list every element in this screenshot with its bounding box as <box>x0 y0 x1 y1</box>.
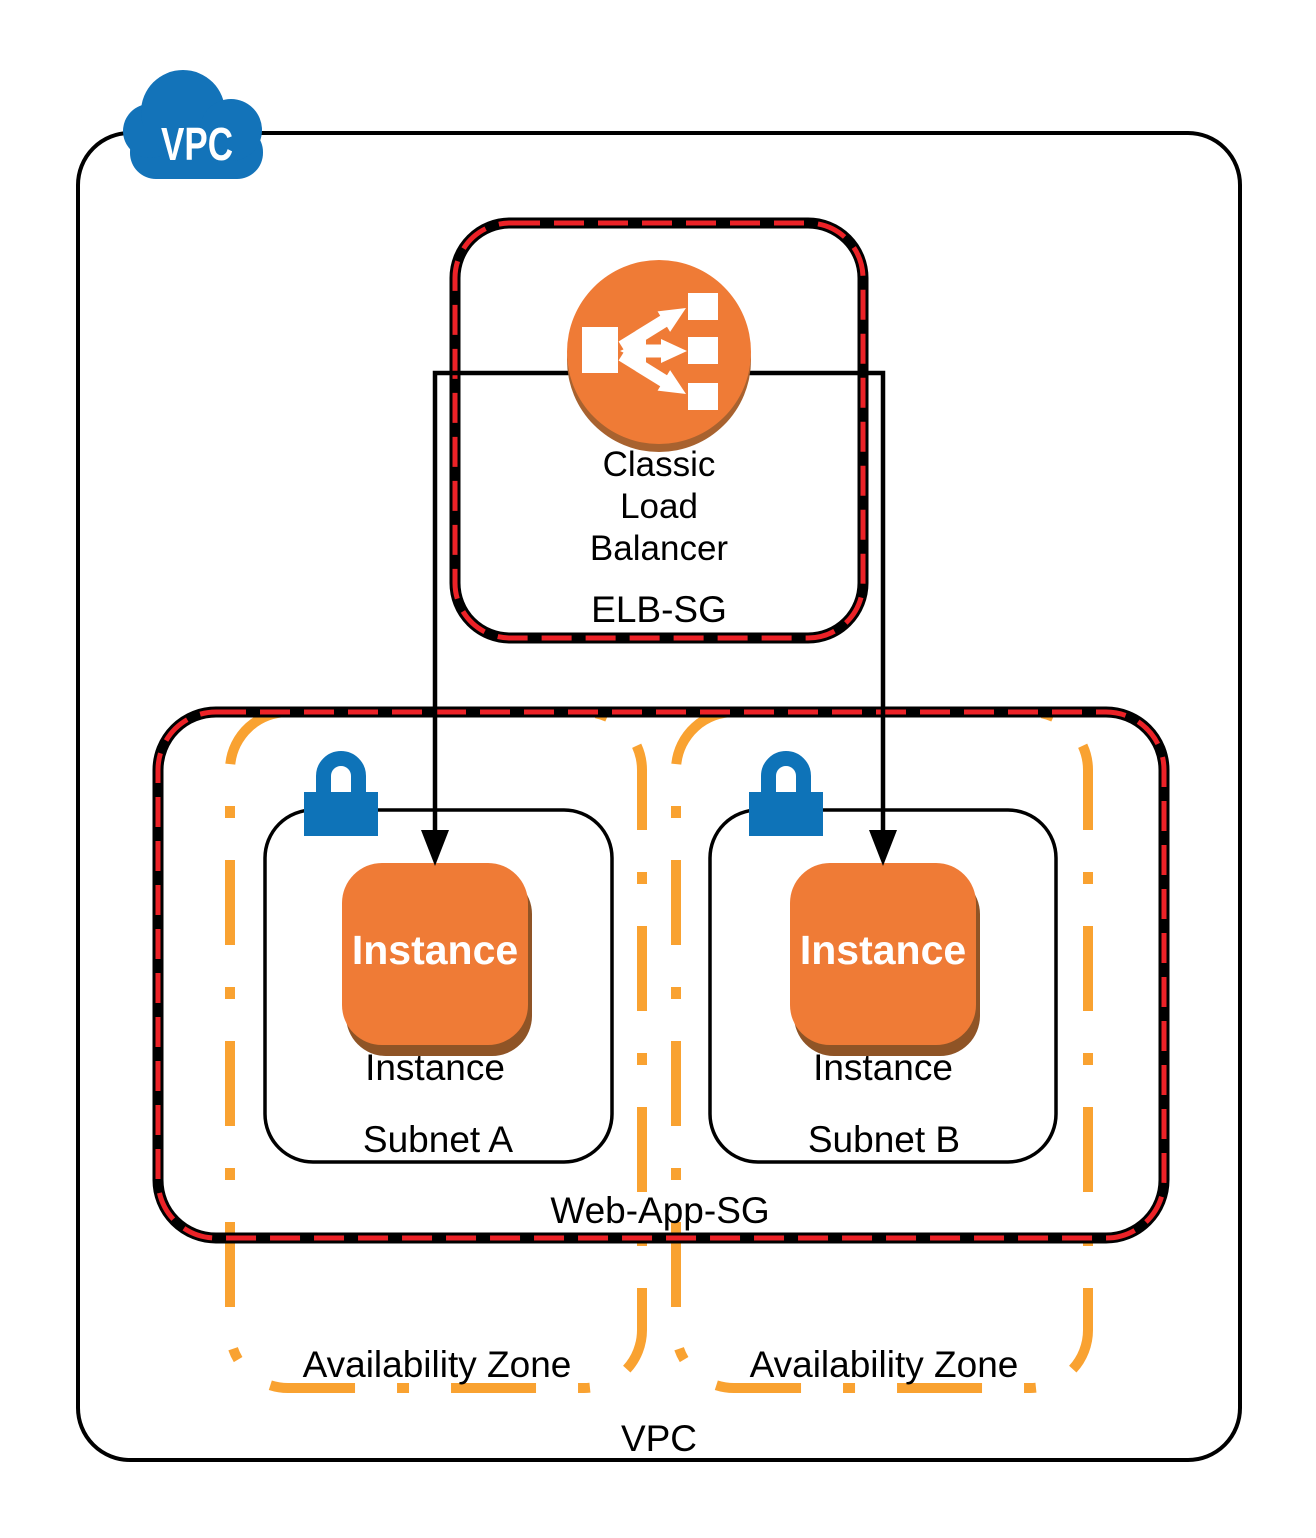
instance-a-icon-label: Instance <box>352 927 518 973</box>
instance-b-square <box>790 863 976 1045</box>
availability-zone-a-boundary <box>225 707 647 1393</box>
clb-arrow-top-head <box>657 308 686 332</box>
clb-target-node-bottom <box>688 383 718 410</box>
instance-a-caption: Instance <box>365 1047 505 1088</box>
instance-b-caption: Instance <box>813 1047 953 1088</box>
availability-zone-b-label: Availability Zone <box>750 1344 1019 1385</box>
web-app-sg-label: Web-App-SG <box>550 1190 769 1231</box>
availability-zone-b-boundary <box>671 707 1093 1393</box>
classic-load-balancer-icon <box>567 260 751 452</box>
instance-b-icon: Instance <box>790 863 980 1056</box>
instance-a-icon: Instance <box>342 863 532 1056</box>
lock-body <box>749 792 823 836</box>
availability-zone-a-label: Availability Zone <box>303 1344 572 1385</box>
clb-target-node-middle <box>688 337 718 364</box>
subnet-b-label: Subnet B <box>808 1119 960 1160</box>
lock-icon-b <box>749 751 823 836</box>
vpc-cloud-icon <box>123 70 263 179</box>
subnet-b-boundary <box>708 808 1058 1164</box>
vpc-cloud-label: VPC <box>161 118 233 170</box>
clb-name-line-3: Balancer <box>590 529 728 568</box>
vpc-label: VPC <box>621 1418 697 1459</box>
clb-arrow-middle-left-head <box>620 339 646 363</box>
lock-shackle <box>316 751 366 801</box>
lock-icon-a <box>304 751 378 836</box>
clb-target-node-top <box>688 293 718 320</box>
lock-shackle <box>761 751 811 801</box>
web-app-sg-boundary <box>152 706 1170 1244</box>
subnet-a-label: Subnet A <box>363 1119 514 1160</box>
elb-sg-red-dash <box>452 220 866 641</box>
clb-name-line-1: Classic <box>603 445 716 484</box>
clb-arrow-middle-right-head <box>661 339 687 363</box>
clb-arrow-top-shaft <box>618 315 668 353</box>
subnet-a-boundary <box>263 808 614 1164</box>
clb-arrow-bottom-head <box>657 370 686 394</box>
arrowhead-into-instance-b <box>869 830 897 866</box>
instance-b-icon-label: Instance <box>800 927 966 973</box>
web-app-sg-red-dash <box>155 709 1167 1241</box>
instance-a-square <box>342 863 528 1045</box>
cloud-bump-right <box>200 99 262 161</box>
arrowhead-into-instance-a <box>421 830 449 866</box>
vpc-boundary <box>76 131 1242 1462</box>
clb-name-line-2: Load <box>620 487 698 526</box>
clb-left-node <box>582 327 618 373</box>
clb-arrow-bottom-shaft <box>618 349 668 387</box>
lock-body <box>304 792 378 836</box>
elb-sg-label: ELB-SG <box>591 589 727 630</box>
